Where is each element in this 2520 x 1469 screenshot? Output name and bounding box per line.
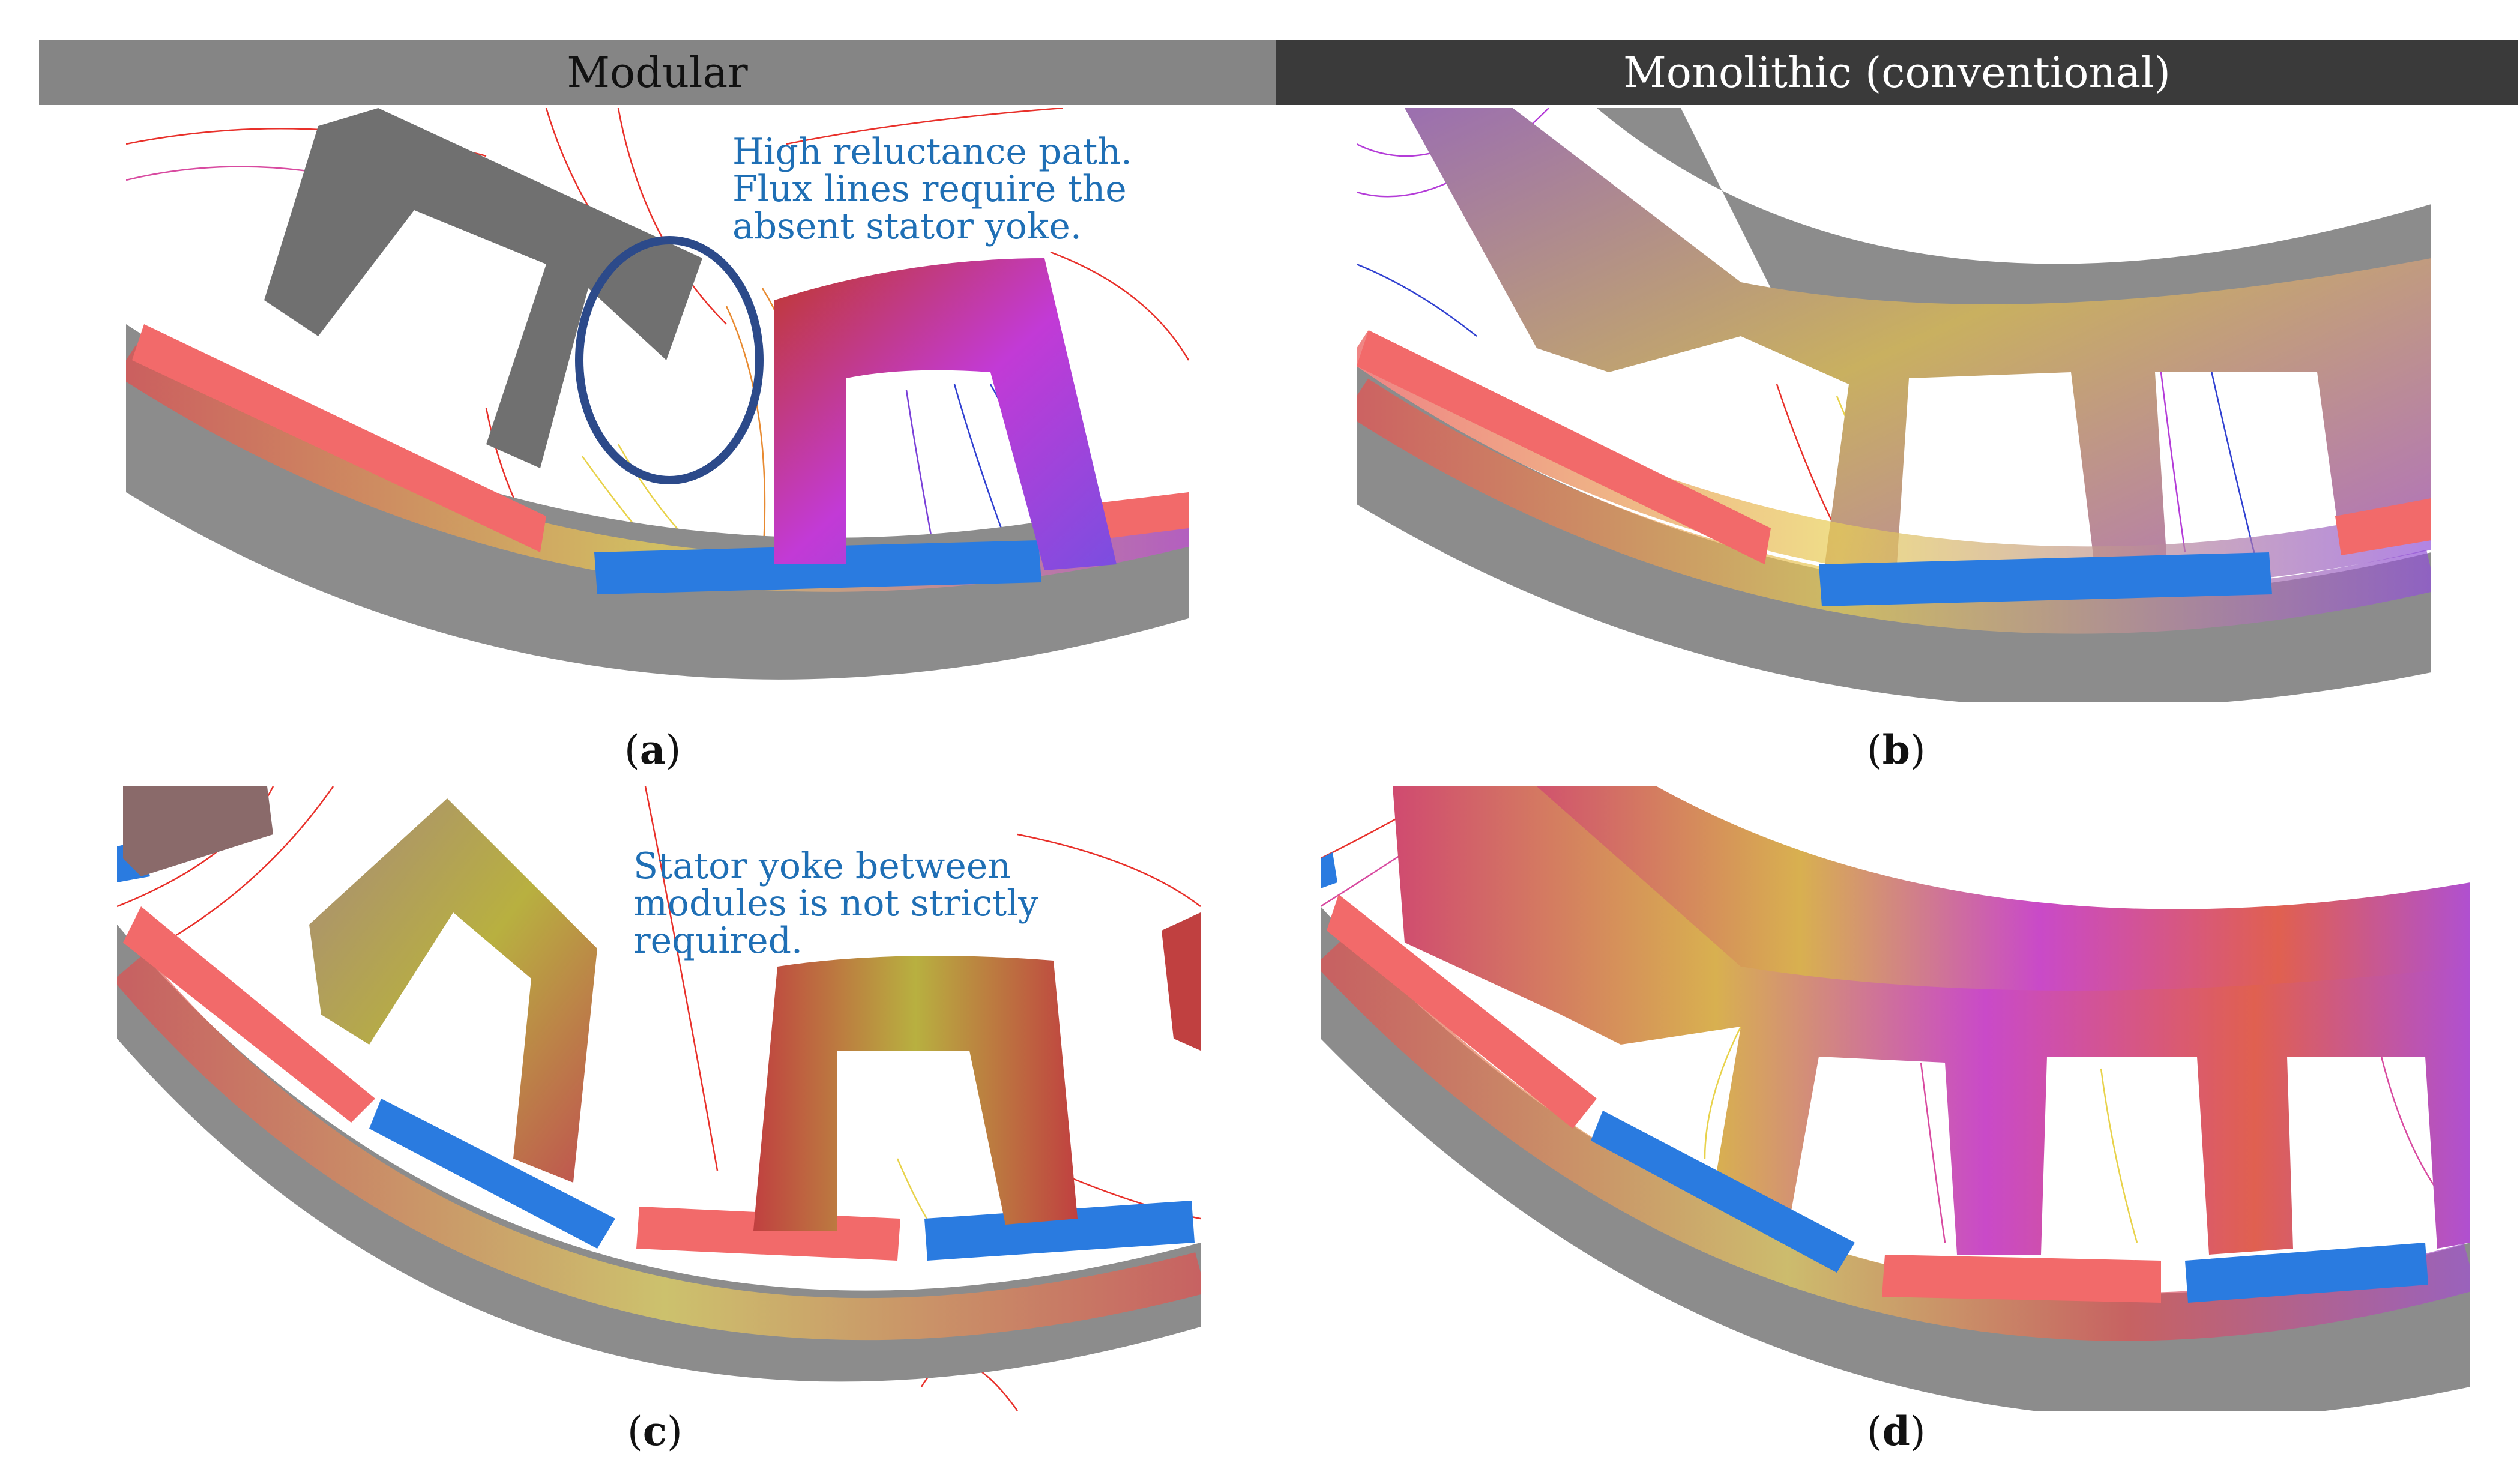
magnet-south xyxy=(1819,552,2272,606)
panel-b-monolithic-flux-plot xyxy=(1357,108,2431,702)
caption-d: (d) xyxy=(1867,1408,1926,1455)
caption-c: (c) xyxy=(627,1408,683,1455)
panel-d-monolithic-flux-plot xyxy=(1321,786,2470,1411)
modular-header-label: Modular xyxy=(567,48,748,97)
stator-module-right xyxy=(774,258,1117,570)
magnet-south xyxy=(594,540,1041,594)
magnet-south-upper xyxy=(1591,1111,1855,1273)
stator-module-left xyxy=(309,798,597,1183)
stator-module-right xyxy=(1162,912,1201,1051)
panel-c-modular-flux-plot xyxy=(117,786,1201,1411)
magnet-north xyxy=(132,324,546,552)
high-reluctance-ellipse xyxy=(575,236,764,484)
caption-c-letter: c xyxy=(642,1408,667,1455)
annotation-high-reluctance: High reluctance path. Flux lines require… xyxy=(732,131,1132,247)
monolithic-header: Monolithic (conventional) xyxy=(1276,40,2518,105)
caption-a: (a) xyxy=(624,726,681,773)
stator-module-center xyxy=(753,956,1078,1231)
rotor-core xyxy=(126,324,1189,680)
magnet-north-upper xyxy=(1327,894,1597,1129)
magnet-south-lower xyxy=(924,1201,1195,1261)
modular-header: Modular xyxy=(39,40,1276,105)
magnet-south-upper xyxy=(369,1099,615,1249)
caption-b: (b) xyxy=(1867,726,1926,773)
annotation-stator-yoke: Stator yoke between modules is not stric… xyxy=(633,845,1039,962)
magnet-south-edge xyxy=(1321,852,1337,888)
magnet-north-lower xyxy=(1882,1255,2161,1303)
caption-d-letter: d xyxy=(1882,1408,1910,1455)
stator-module-edge xyxy=(123,786,273,876)
caption-a-letter: a xyxy=(639,726,666,773)
stator-module-left xyxy=(264,108,702,468)
stator-body xyxy=(1393,786,2470,1255)
magnet-south-lower xyxy=(2185,1243,2428,1303)
panel-a-modular-flux-plot xyxy=(126,108,1189,702)
stator-body xyxy=(1405,108,2431,570)
stator-yoke xyxy=(1477,108,2431,352)
stator-yoke xyxy=(1513,786,2470,1006)
magnet-north-upper xyxy=(123,906,375,1123)
monolithic-header-label: Monolithic (conventional) xyxy=(1623,48,2171,97)
magnet-north-right xyxy=(2335,498,2431,555)
caption-b-letter: b xyxy=(1882,726,1910,773)
magnet-north xyxy=(1357,330,1771,564)
magnet-north-right xyxy=(1087,492,1189,540)
